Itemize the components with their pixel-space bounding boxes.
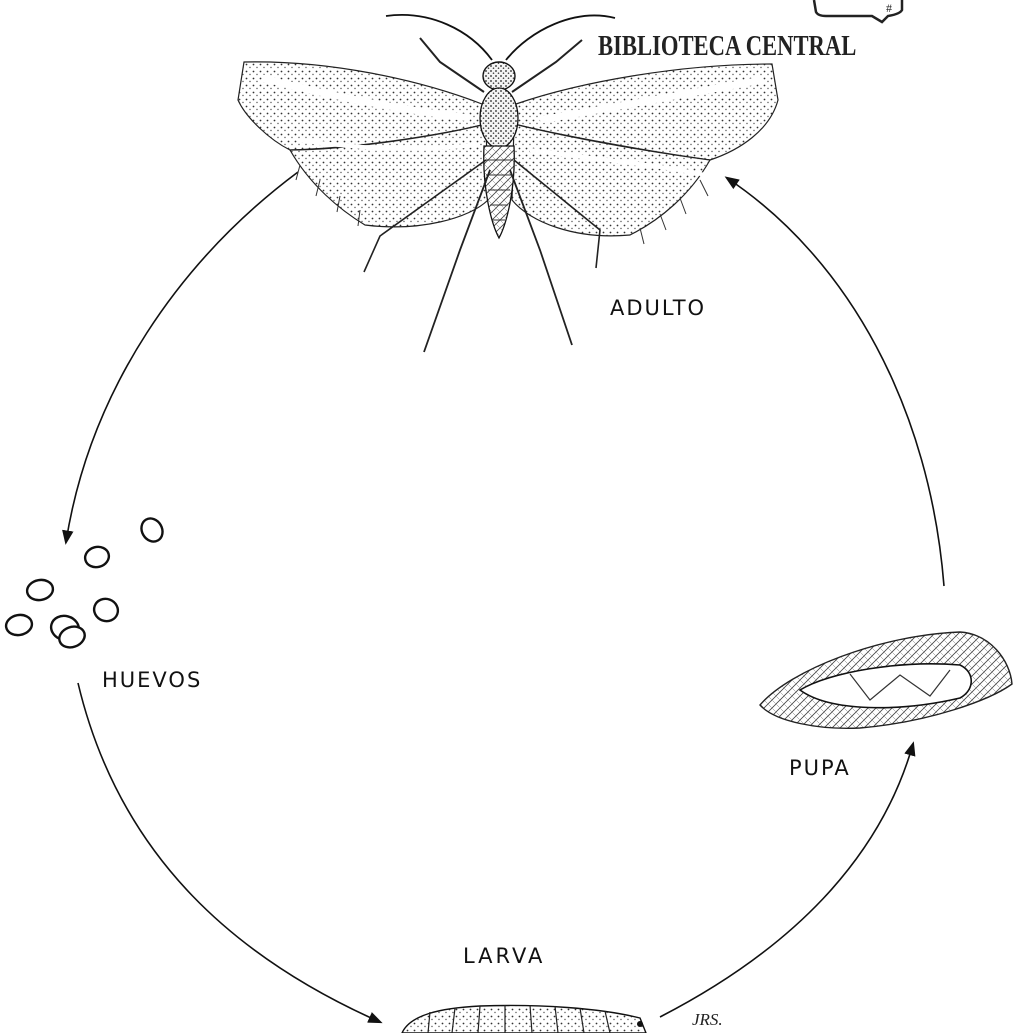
arrow-eggs-to-larva (78, 683, 380, 1022)
arrow-larva-to-pupa (660, 744, 913, 1017)
eggs-illustration (4, 515, 166, 651)
stage-label-eggs: HUEVOS (102, 668, 202, 692)
pupa-illustration (760, 632, 1012, 728)
arrow-pupa-to-adult (727, 178, 944, 586)
cycle-arrows (66, 172, 944, 1022)
stage-label-pupa: PUPA (789, 756, 851, 780)
artist-signature: JRS. (692, 1010, 723, 1030)
stage-label-larva: LARVA (463, 944, 545, 968)
library-stamp: # (814, 0, 902, 22)
larva-illustration (402, 1005, 646, 1033)
svg-text:#: # (886, 1, 892, 15)
library-stamp-text: BIBLIOTECA CENTRAL (598, 30, 856, 63)
arrow-adult-to-eggs (66, 172, 298, 542)
stage-label-adult: ADULTO (610, 296, 706, 320)
